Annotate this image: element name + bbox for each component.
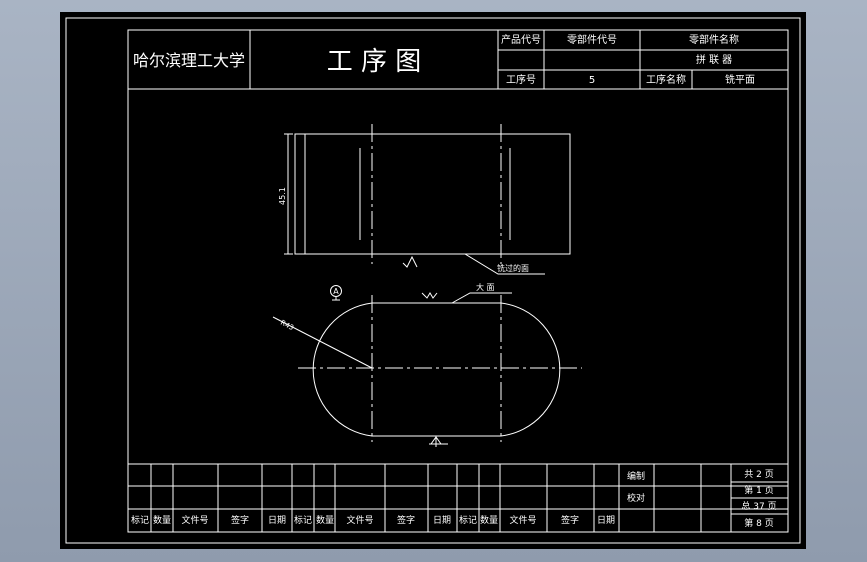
radius-label: R43	[279, 319, 295, 332]
product-code-label: 产品代号	[501, 33, 541, 46]
height-dimension: 45.1	[278, 187, 287, 205]
rev-header-date-1: 日期	[268, 515, 286, 526]
process-no: 5	[589, 75, 595, 86]
roughness-symbol-top	[421, 292, 438, 299]
side-view: 45.1 铣过的面	[278, 124, 571, 275]
pages-total: 共 2 页	[744, 469, 773, 480]
part-name-label: 零部件名称	[689, 33, 739, 46]
leader-line	[464, 253, 545, 275]
radius-leader	[272, 316, 373, 369]
process-name-label: 工序名称	[646, 73, 686, 86]
title-block: 哈尔滨理工大学 工 序 图 产品代号 零部件代号 零部件名称 拼 联 器 工序号…	[128, 30, 788, 90]
roughness-symbol	[402, 255, 418, 268]
top-leader	[451, 292, 512, 304]
support-mark	[430, 436, 442, 445]
page-current: 第 1 页	[744, 484, 773, 496]
rev-header-qty-1: 数量	[153, 514, 171, 526]
rev-header-mark-2: 标记	[294, 514, 312, 526]
rev-header-mark-3: 标记	[459, 514, 477, 526]
rev-header-date-2: 日期	[433, 515, 451, 526]
rev-header-qty-3: 数量	[480, 514, 498, 526]
rev-header-date-3: 日期	[597, 515, 615, 526]
rev-header-qty-2: 数量	[316, 514, 334, 526]
checked-label: 校对	[627, 492, 645, 504]
slot-outline	[312, 302, 561, 437]
process-name: 铣平面	[725, 73, 755, 86]
drawing-title: 工 序 图	[327, 47, 422, 77]
outer-border	[65, 17, 801, 544]
sheet-number: 第 8 页	[744, 517, 773, 529]
inner-border	[127, 29, 789, 533]
part-code-label: 零部件代号	[567, 33, 617, 46]
side-view-outline	[294, 133, 571, 255]
rev-header-sign-3: 签字	[561, 514, 579, 526]
rev-header-sign-2: 签字	[397, 514, 415, 526]
process-drawing: 哈尔滨理工大学 工 序 图 产品代号 零部件代号 零部件名称 拼 联 器 工序号…	[65, 17, 801, 544]
revision-block: 标记 数量 文件号 签字 日期 标记 数量 文件号 签字 日期 标记 数量 文件…	[128, 463, 788, 532]
rev-header-docno-2: 文件号	[346, 514, 373, 526]
leader-label-milled: 铣过的面	[497, 263, 529, 273]
rev-header-docno-1: 文件号	[181, 514, 208, 526]
rev-header-docno-3: 文件号	[509, 514, 536, 526]
total-sheets: 总 37 页	[741, 500, 776, 512]
drawing-viewport[interactable]: 哈尔滨理工大学 工 序 图 产品代号 零部件代号 零部件名称 拼 联 器 工序号…	[60, 12, 806, 549]
process-no-label: 工序号	[506, 73, 536, 86]
compiled-label: 编制	[627, 470, 645, 482]
part-name: 拼 联 器	[696, 53, 732, 66]
rev-header-sign-1: 签字	[231, 514, 249, 526]
university-name: 哈尔滨理工大学	[133, 51, 245, 70]
plan-view: R43 A 大 面	[272, 282, 582, 447]
rev-header-mark-1: 标记	[131, 514, 149, 526]
leader-label-large-face: 大 面	[476, 282, 495, 292]
datum-letter: A	[333, 287, 339, 296]
